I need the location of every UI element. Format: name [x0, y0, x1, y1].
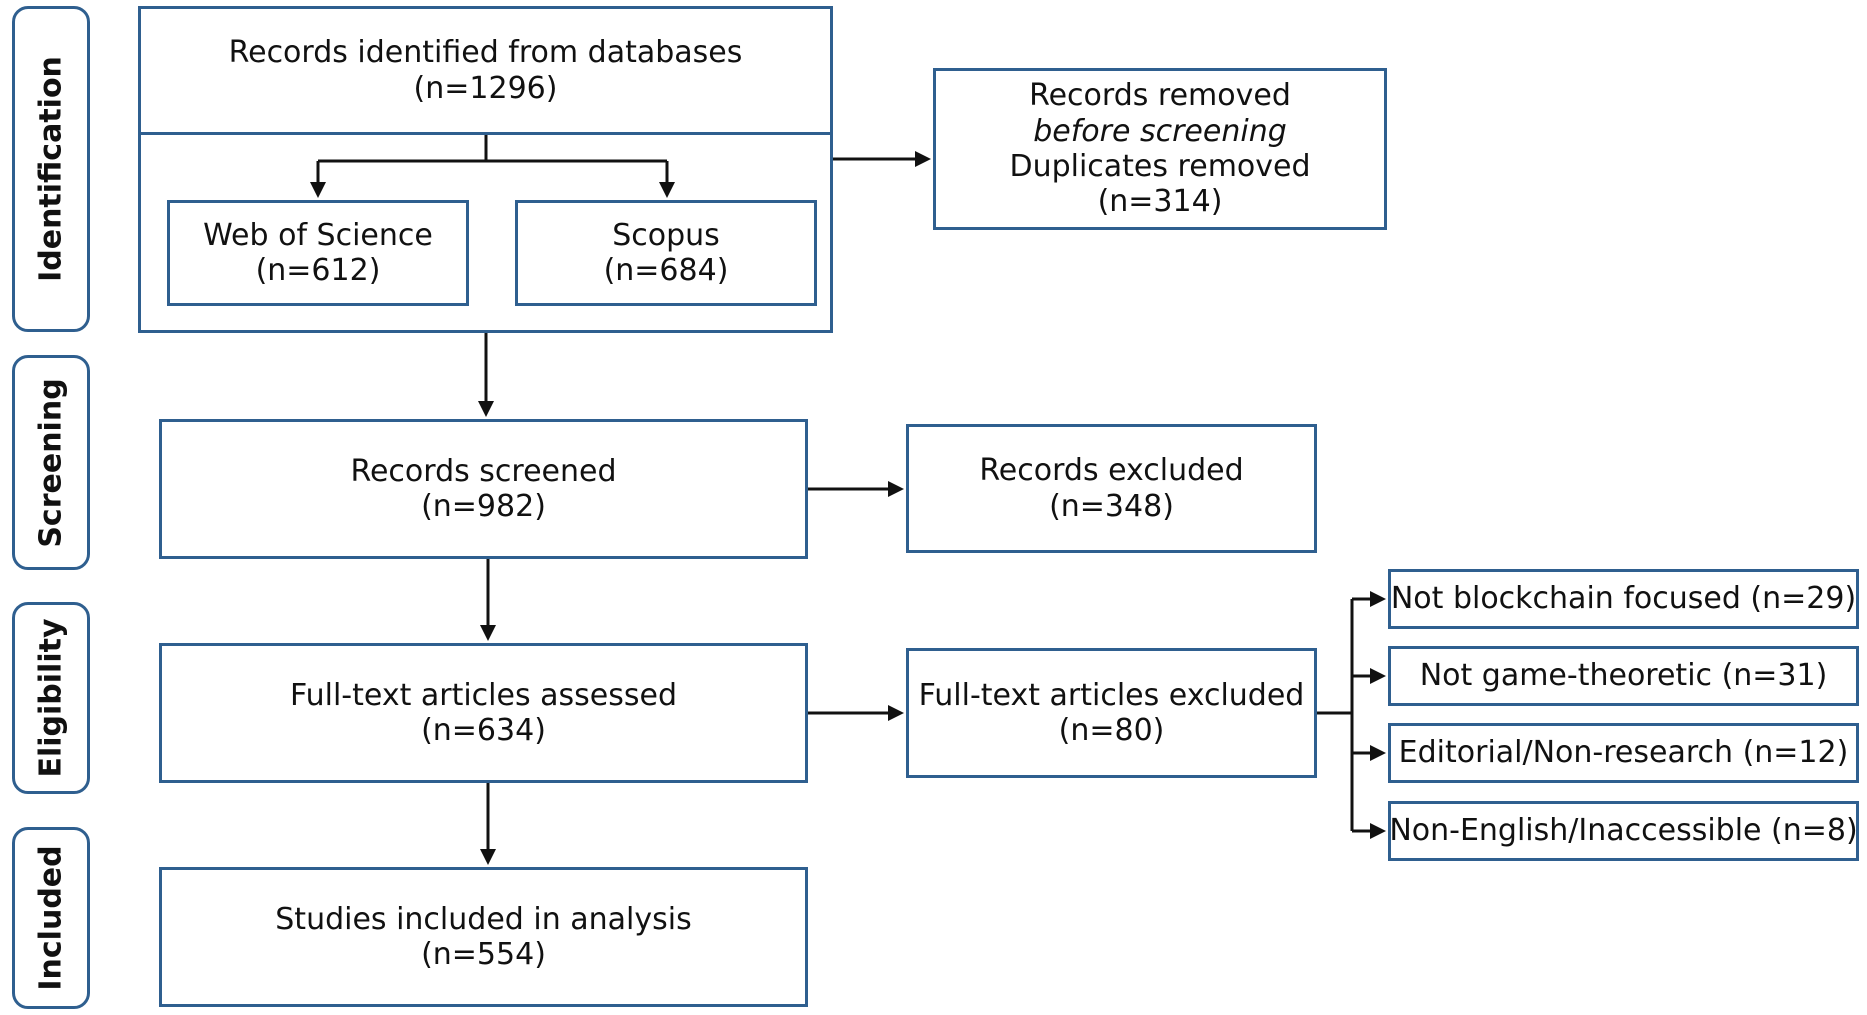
web-of-science-count: (n=612)	[255, 253, 381, 288]
studies-included-count: (n=554)	[421, 937, 546, 972]
arrow-to-ft-excluded	[888, 705, 904, 721]
reason-not-blockchain: Not blockchain focused (n=29)	[1388, 569, 1859, 629]
records-excluded-count: (n=348)	[1049, 488, 1174, 524]
records-removed-box: Records removed before screening Duplica…	[933, 68, 1387, 230]
arrow-to-reason-4	[1370, 823, 1386, 839]
arrow-to-reason-2	[1370, 668, 1386, 684]
arrow-to-removed	[915, 151, 931, 167]
fulltext-excluded-count: (n=80)	[1058, 713, 1165, 748]
reason-non-english: Non-English/Inaccessible (n=8)	[1388, 801, 1859, 861]
studies-included-box: Studies included in analysis (n=554)	[159, 867, 808, 1007]
fulltext-excluded-box: Full-text articles excluded (n=80)	[906, 648, 1317, 778]
records-excluded-box: Records excluded (n=348)	[906, 424, 1317, 553]
reason-not-game-theoretic: Not game-theoretic (n=31)	[1388, 646, 1859, 706]
web-of-science-box: Web of Science (n=612)	[167, 200, 469, 306]
stage-included: Included	[12, 827, 90, 1009]
records-identified-box: Records identified from databases (n=129…	[141, 9, 830, 132]
reason-editorial-label: Editorial/Non-research (n=12)	[1398, 735, 1849, 771]
fulltext-assessed-count: (n=634)	[421, 713, 546, 748]
records-screened-count: (n=982)	[421, 489, 546, 524]
scopus-box: Scopus (n=684)	[515, 200, 817, 306]
scopus-count: (n=684)	[603, 253, 729, 288]
records-screened-box: Records screened (n=982)	[159, 419, 808, 559]
identification-divider	[138, 132, 833, 135]
records-screened-title: Records screened	[350, 453, 617, 489]
stage-identification: Identification	[12, 6, 90, 332]
arrow-to-excluded	[888, 481, 904, 497]
reasons-bracket-connector	[1317, 597, 1370, 833]
fulltext-assessed-title: Full-text articles assessed	[290, 677, 677, 713]
stage-included-label: Included	[33, 845, 69, 991]
fulltext-assessed-box: Full-text articles assessed (n=634)	[159, 643, 808, 783]
web-of-science-title: Web of Science	[203, 217, 433, 253]
arrow-to-assessed	[480, 625, 496, 641]
stage-screening-label: Screening	[33, 377, 69, 548]
reason-not-game-theoretic-label: Not game-theoretic (n=31)	[1419, 658, 1828, 694]
arrow-to-reason-3	[1370, 745, 1386, 761]
duplicates-removed-label: Duplicates removed	[1009, 149, 1311, 184]
reason-non-english-label: Non-English/Inaccessible (n=8)	[1389, 813, 1858, 849]
records-excluded-title: Records excluded	[979, 453, 1244, 489]
scopus-title: Scopus	[612, 217, 720, 253]
arrow-to-screened	[478, 401, 494, 417]
records-identified-title: Records identified from databases	[228, 35, 743, 71]
arrow-to-included	[480, 849, 496, 865]
reason-editorial: Editorial/Non-research (n=12)	[1388, 723, 1859, 783]
fulltext-excluded-title: Full-text articles excluded	[918, 677, 1305, 713]
records-removed-count: (n=314)	[1097, 184, 1223, 220]
stage-eligibility: Eligibility	[12, 602, 90, 794]
arrow-to-reason-1	[1370, 591, 1386, 607]
records-removed-subtitle: before screening	[1033, 113, 1287, 149]
records-removed-title: Records removed	[1029, 78, 1291, 114]
stage-identification-label: Identification	[33, 56, 69, 282]
reason-not-blockchain-label: Not blockchain focused (n=29)	[1390, 581, 1857, 617]
stage-eligibility-label: Eligibility	[33, 618, 69, 778]
studies-included-title: Studies included in analysis	[275, 901, 692, 937]
stage-screening: Screening	[12, 355, 90, 570]
records-identified-count: (n=1296)	[413, 70, 558, 106]
